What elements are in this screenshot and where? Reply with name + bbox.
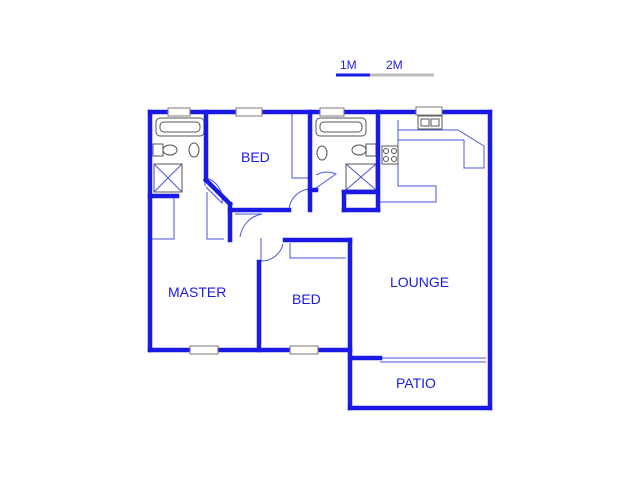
second-bath-door <box>315 171 338 189</box>
window <box>235 107 263 117</box>
bed-closet-line <box>291 113 311 179</box>
stove-burner-icon <box>383 148 389 154</box>
stove-burner-icon <box>383 156 389 162</box>
window <box>319 107 345 117</box>
toilet-tank-icon <box>365 143 377 157</box>
kitchen-counter-top <box>398 129 485 169</box>
room-labels: BED MASTER BED LOUNGE PATIO <box>168 149 449 391</box>
master-bath-door <box>205 177 223 205</box>
scale-bar: 1M 2M <box>336 58 434 77</box>
room-label-patio: PATIO <box>396 375 436 391</box>
window <box>415 106 443 116</box>
bed-top-door <box>235 213 263 238</box>
kitchen-sink-bowl-icon <box>420 118 430 127</box>
toilet-icon <box>351 144 367 156</box>
window <box>167 107 191 117</box>
master-closet-line-left <box>152 194 175 240</box>
window <box>289 345 319 355</box>
kitchen-sink-bowl-icon <box>430 118 440 127</box>
shower-cross-2-icon <box>345 163 377 191</box>
master-closet-line <box>206 192 224 240</box>
hall-door <box>288 188 312 211</box>
master-toilet-tank-icon <box>152 143 164 157</box>
fixtures <box>152 115 443 193</box>
room-label-master: MASTER <box>168 284 226 300</box>
stove-burner-icon <box>391 148 397 154</box>
bed-center-door <box>260 238 284 262</box>
master-basin-icon <box>188 142 200 158</box>
wall-diagonal <box>202 176 234 208</box>
window <box>189 345 219 355</box>
bathtub-inner-icon <box>319 121 363 133</box>
room-label-bed-center: BED <box>292 291 321 307</box>
master-shower-cross-2-icon <box>153 163 183 193</box>
door-swings <box>205 171 338 262</box>
stove-burner-icon <box>391 156 397 162</box>
basin-icon <box>316 145 328 161</box>
walls <box>147 109 493 411</box>
master-toilet-icon <box>162 144 178 156</box>
windows <box>167 106 443 355</box>
room-label-bed-top: BED <box>241 149 270 165</box>
room-label-lounge: LOUNGE <box>390 274 449 290</box>
master-bathtub-inner-icon <box>159 121 201 133</box>
scale-label-2m: 2M <box>386 58 403 72</box>
scale-label-1m: 1M <box>340 58 357 72</box>
bed-center-closet-line <box>289 243 346 259</box>
